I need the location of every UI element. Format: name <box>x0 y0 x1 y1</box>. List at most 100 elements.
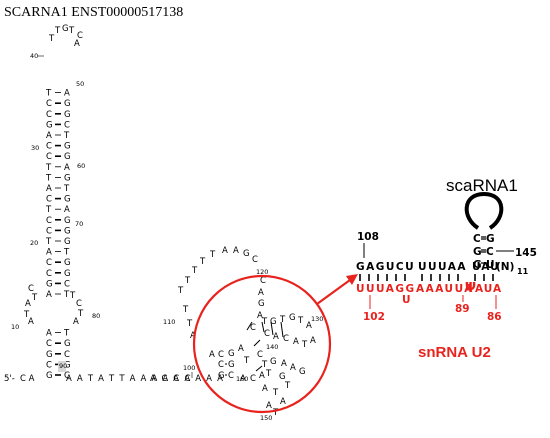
branch-nt: A <box>290 363 296 373</box>
stem-nt-right: G <box>64 339 71 349</box>
branch-nt: A <box>262 384 268 394</box>
loop-nt: T <box>48 34 55 44</box>
stem-g2: G <box>473 246 482 258</box>
loop-nt: A <box>28 317 34 327</box>
branch-nt: T <box>301 340 308 350</box>
stem-nt-right: G <box>64 226 71 236</box>
branch-nt: G <box>279 372 286 382</box>
branch-nt: C <box>250 374 256 384</box>
bot-seq-psi: Ψ <box>465 281 476 296</box>
num-100: 100 <box>183 364 195 372</box>
scarna1-u2-interaction: scaRNA1 C G G C G U 145 108 GAGUCU UUUAA… <box>356 176 537 361</box>
loop-nt: A <box>74 39 80 49</box>
branch-nt: A <box>240 374 246 384</box>
top-seq-n: (N) <box>496 261 514 273</box>
stem-nt-left: C <box>46 226 52 236</box>
highlight-90 <box>58 361 66 372</box>
branch-nt: T <box>272 408 279 418</box>
stem-nt-right: T <box>63 248 70 258</box>
branch-nt: A <box>257 311 263 321</box>
loop-nt: T <box>23 310 30 320</box>
stem-nt-left: A <box>46 329 52 339</box>
stem-nt-right: A <box>64 205 70 215</box>
stem-c: C <box>473 233 481 245</box>
num-90: 90 <box>59 362 67 370</box>
stem-nt-right: G <box>64 269 71 279</box>
branch-nt: A <box>209 350 215 360</box>
loop-nt: T <box>69 291 76 301</box>
branch-nt: T <box>297 316 304 326</box>
loop-nt: C <box>76 299 82 309</box>
num-86: 86 <box>487 311 502 323</box>
stem-nt-left: G <box>46 279 53 289</box>
stem-nt-right: T <box>63 131 70 141</box>
stem-g1: G <box>486 233 495 245</box>
loop-nt: C <box>28 284 34 294</box>
branch-nt: A <box>306 321 312 331</box>
loop-nt: T <box>54 26 61 36</box>
branch-nt: C <box>250 323 256 333</box>
stem-nt-right: G <box>64 99 71 109</box>
bot-seq-aaauua: AAAUUA <box>416 283 474 295</box>
stem-nt-left: C <box>46 142 52 152</box>
num-102: 102 <box>363 311 385 323</box>
stem-nt-left: C <box>46 269 52 279</box>
stem-nt-left: T <box>45 163 52 173</box>
loop-nt: T <box>31 293 38 303</box>
num-10: 10 <box>11 323 19 331</box>
branch-nt: C <box>218 350 224 360</box>
bulge-u: U <box>402 294 411 306</box>
branch-nt: G <box>228 349 235 359</box>
stem-c2: C <box>486 246 494 258</box>
branch-nt: T <box>186 319 193 329</box>
stem-nt-right: A <box>64 163 70 173</box>
stem-nt-left: C <box>46 152 52 162</box>
stem-nt-left: C <box>46 110 52 120</box>
num-110: 110 <box>163 318 175 326</box>
stem-nt-left: C <box>46 339 52 349</box>
loop-nt: A <box>73 317 79 327</box>
branch-nt: G <box>299 367 306 377</box>
num-50: 50 <box>76 80 84 88</box>
stem-nt-right: A <box>64 89 70 99</box>
stem-nt-left: C <box>46 216 52 226</box>
linker-5: C A <box>20 374 35 384</box>
loop-nt: T <box>77 309 84 319</box>
tail: A C A C <box>150 374 192 384</box>
num-140: 140 <box>266 343 278 351</box>
stem-nt-left: C <box>46 360 52 370</box>
stem-nt-left: T <box>45 89 52 99</box>
bot-seq-aua: AUA <box>475 283 502 295</box>
stem-nt-right: G <box>64 110 71 120</box>
branch-nt: C <box>252 255 258 265</box>
stem-nt-left: T <box>45 205 52 215</box>
num-60: 60 <box>77 162 85 170</box>
stem-nt-left: G <box>46 120 53 130</box>
branch-nt: G <box>243 249 250 259</box>
top-seq-gagucu: GAGUCU <box>356 261 415 273</box>
branch-nt: A <box>280 397 286 407</box>
stem-nt-left: G <box>46 350 53 360</box>
stem-nt-right: T <box>63 290 70 300</box>
branch-nt: C <box>218 360 224 370</box>
stem-nt-right: G <box>64 195 71 205</box>
branch-nt: A <box>258 288 264 298</box>
branch-nt: G <box>289 313 296 323</box>
branch-nt: T <box>279 315 286 325</box>
num-80: 80 <box>92 312 100 320</box>
branch-nt: C <box>264 329 270 339</box>
loop-nt: C <box>77 31 83 41</box>
bot-seq-uuuagg: UUUAGG <box>356 283 416 295</box>
branch-nt: A <box>293 337 299 347</box>
scarna1-label: scaRNA1 <box>446 176 518 195</box>
stem-nt-right: C <box>64 371 70 381</box>
num-40: 40 <box>30 52 38 60</box>
stem-nt-right: G <box>64 152 71 162</box>
branch-nt: A <box>238 344 244 354</box>
stem-nt-right: T <box>63 184 70 194</box>
stem-nt-right: C <box>64 279 70 289</box>
stem-u: U <box>486 259 495 271</box>
stem-nt-right: C <box>64 350 70 360</box>
five-prime-end: 5'- <box>4 374 15 384</box>
